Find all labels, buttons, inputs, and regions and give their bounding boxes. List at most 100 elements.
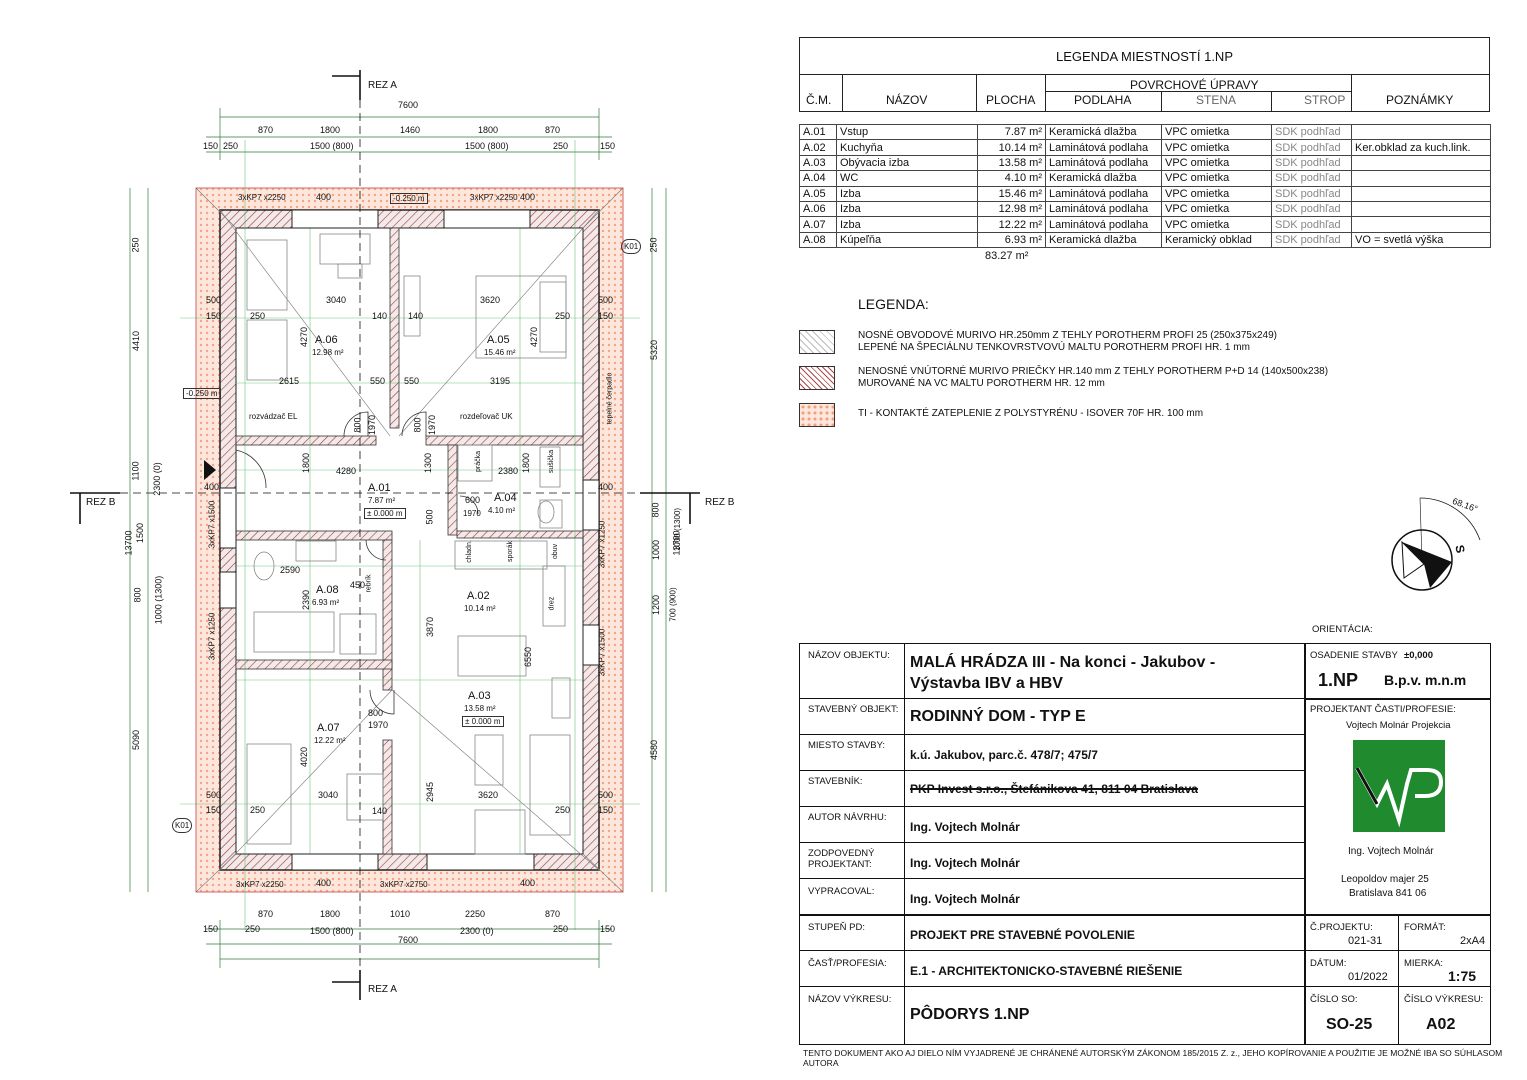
legend-item-2-line1: NENOSNÉ VNÚTORNÉ MURIVO PRIEČKY HR.140 m…: [858, 366, 1329, 377]
table-cell-area: 13.58 m²: [977, 154, 1046, 172]
table-cell-name: Kúpeľňa: [836, 231, 978, 249]
dim-left-j: 5090: [131, 729, 142, 751]
header-floor: PODLAHA: [1074, 93, 1132, 107]
dim-bot-b: 250: [245, 924, 261, 934]
dim-400-bot-b: 400: [520, 878, 536, 888]
table-cell-name: Izba: [836, 216, 978, 233]
value-sheet: A02: [1426, 1016, 1456, 1033]
dim-400-right: 400: [598, 482, 614, 492]
value-projno: 021-31: [1348, 935, 1383, 947]
value-date: 01/2022: [1348, 971, 1388, 983]
dim-400-top-b: 400: [520, 192, 536, 202]
table-cell-note: [1351, 123, 1491, 141]
table-cell-name: Izba: [836, 200, 978, 218]
win-left-2: 3xKP7 x1250: [207, 612, 217, 661]
dim-r2: 3040: [318, 790, 339, 800]
value-level: ±0,000: [1404, 650, 1433, 661]
room-a07-id: A.07: [317, 722, 340, 734]
table-cell-note: VO = svetlá výška: [1351, 231, 1491, 249]
dim-140-b: 140: [408, 311, 424, 321]
dim-left-d: 1100: [130, 461, 141, 481]
win-left-1: 3xKP7 x1500: [207, 500, 217, 549]
note-ebox: rozvádzač EL: [249, 412, 298, 421]
room-a01-area: 7.87 m²: [368, 496, 396, 505]
table-cell-wall: VPC omietka: [1161, 200, 1272, 218]
label-scale: MIERKA:: [1404, 958, 1444, 969]
note-dryer: sušička: [548, 449, 556, 474]
furniture: [246, 233, 571, 855]
header-surfaces: POVRCHOVÉ ÚPRAVY: [1130, 78, 1259, 92]
k01-bottom: K01: [172, 818, 193, 833]
windows: [219, 209, 600, 871]
table-cell-wall: VPC omietka: [1161, 123, 1272, 141]
room-a06-id: A.06: [315, 334, 338, 346]
label-author: AUTOR NÁVRHU:: [808, 812, 887, 823]
value-designer-addr2: Bratislava 841 06: [1349, 888, 1427, 899]
dim-top-s5: 870: [545, 125, 561, 135]
legend-item-3: TI - KONTAKTÉ ZATEPLENIE Z POLYSTYRÉNU -…: [858, 408, 1204, 419]
table-cell-ceiling: SDK podhľad: [1271, 185, 1352, 202]
dim-k1: 3870: [425, 616, 436, 638]
label-so: ČÍSLO SO:: [1310, 994, 1358, 1005]
dim-top-total: 7600: [398, 100, 419, 110]
table-cell-ceiling: SDK podhľad: [1271, 123, 1352, 141]
dim-c1: 1800: [301, 452, 312, 474]
room-a03-area: 13.58 m²: [464, 704, 496, 713]
table-cell-wall: VPC omietka: [1161, 216, 1272, 233]
dim-right-i: 700 (900): [668, 587, 678, 622]
dim-bot-s4: 2250: [465, 909, 486, 919]
table-cell-name: Izba: [836, 185, 978, 202]
note-sink: drez: [548, 596, 556, 611]
legend-swatch-outer-wall: [799, 330, 835, 354]
dim-top-w2: 1500 (800): [465, 141, 509, 151]
room-a05-area: 15.46 m²: [484, 348, 516, 357]
room-a03-id: A.03: [468, 690, 491, 702]
dim-140-c: 140: [372, 806, 388, 816]
dim-top-b: 250: [223, 141, 239, 151]
value-bpv: B.p.v. m.n.m: [1384, 672, 1467, 688]
win-top-right: 3xKP7 x2250: [470, 193, 518, 202]
table-cell-cm: A.03: [799, 154, 837, 172]
win-top-left: 3xKP7 x2250: [238, 193, 286, 202]
label-designer: PROJEKTANT ČASTI/PROFESIE:: [1310, 704, 1456, 715]
dim-bot-s3: 1010: [390, 909, 411, 919]
entrance-arrow: [204, 460, 216, 480]
legend-swatch-partition: [799, 366, 835, 390]
label-stage: STUPEŇ PD:: [808, 922, 866, 933]
win-bot-right: 3xKP7 x2750: [380, 880, 428, 889]
designer-logo: [1353, 740, 1445, 832]
dim-left-i: 1000 (1300): [153, 575, 164, 625]
value-stage: PROJEKT PRE STAVEBNÉ POVOLENIE: [910, 928, 1135, 942]
door-swings: [235, 411, 479, 715]
dim-250-bl: 250: [250, 805, 266, 815]
note-heatpump: tepelné čerpadlo: [606, 372, 614, 425]
dim-door-a: 800: [352, 417, 363, 433]
header-cm: Č.M.: [806, 93, 832, 107]
table-cell-ceiling: SDK podhľad: [1271, 200, 1352, 218]
note-washer: práčka: [475, 450, 483, 473]
dim-bot-d: 150: [600, 924, 616, 934]
header-area: PLOCHA: [986, 93, 1036, 107]
label-projno: Č.PROJEKTU:: [1310, 922, 1373, 933]
table-cell-ceiling: SDK podhľad: [1271, 170, 1352, 187]
table-cell-note: [1351, 185, 1491, 202]
section-b-left: REZ B: [86, 497, 116, 508]
legend-item-1-line1: NOSNÉ OBVODOVÉ MURIVO HR.250mm Z TEHLY P…: [858, 330, 1277, 341]
dim-top-w1: 1500 (800): [310, 141, 354, 151]
dim-500-br: 500: [598, 790, 614, 800]
dim-150-l: 150: [206, 311, 222, 321]
note-ukbox: rozdeľovač UK: [460, 412, 513, 421]
table-cell-floor: Laminátová podlaha: [1045, 200, 1162, 218]
value-format: 2xA4: [1460, 935, 1486, 947]
dim-left-b: 250: [130, 237, 141, 253]
dim-400-bot-a: 400: [316, 878, 332, 888]
dim-left-total: 13700: [123, 530, 134, 556]
value-drawn: Ing. Vojtech Molnár: [910, 892, 1020, 906]
value-designer-firm: Vojtech Molnár Projekcia: [1346, 720, 1451, 731]
dim-left-e: 2300 (0): [151, 462, 162, 496]
table-cell-note: [1351, 216, 1491, 233]
